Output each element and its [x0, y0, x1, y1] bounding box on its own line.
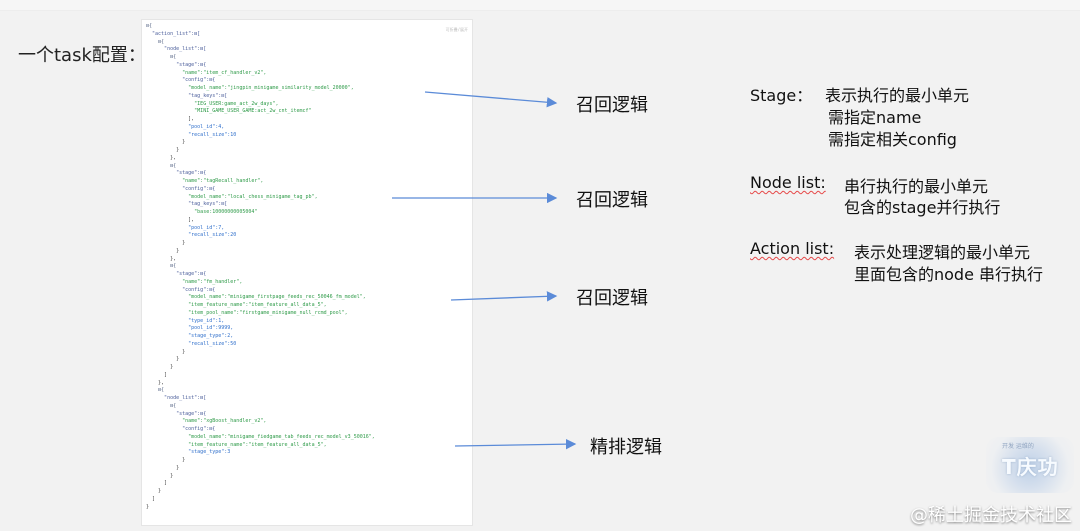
arrow-4: [454, 438, 577, 450]
code-line: ⊟{: [146, 387, 165, 394]
code-line: "pool_id":7,: [146, 224, 225, 231]
code-line: "stage":⊟{: [146, 271, 207, 277]
code-panel-watermark: 可折叠/展开: [445, 27, 468, 32]
code-line: "IEG_USER:game_act_2w_days",: [146, 100, 279, 107]
stage-desc-line2: 需指定name: [828, 108, 922, 127]
code-line: ]: [146, 495, 156, 502]
brand-text: T庆功: [1002, 455, 1059, 479]
code-line: "stage_type":3: [146, 449, 231, 456]
stage-desc-line1: 表示执行的最小单元: [825, 86, 970, 105]
code-line: "action_list":⊟[: [146, 30, 201, 37]
code-line: }: [146, 356, 180, 363]
code-line: "item_pool_name":"firstgame_minigame_nul…: [146, 309, 348, 316]
code-line: "node_list":⊟[: [146, 395, 207, 401]
code-line: "pool_id":4,: [146, 123, 225, 130]
code-line: }: [146, 348, 186, 355]
code-line: ],: [146, 216, 195, 223]
code-line: "config":⊟{: [146, 77, 216, 84]
brand-subtext: 开发 运维的: [1002, 443, 1034, 450]
recall-logic-label-2: 召回逻辑: [576, 190, 648, 211]
code-line: "model_name":"local_chess_minigame_tag_p…: [146, 193, 318, 200]
node-list-desc-line1: 串行执行的最小单元: [844, 177, 989, 196]
code-line: ]: [146, 480, 168, 487]
code-line: "name":"fm_handler",: [146, 278, 243, 285]
code-line: "config":⊟{: [146, 426, 216, 432]
code-line: "item_feature_name":"item_feature_all_da…: [146, 302, 327, 308]
action-list-desc-line1: 表示处理逻辑的最小单元: [854, 243, 1031, 262]
code-line: "recall_size":10: [146, 131, 237, 138]
stage-title: Stage：: [750, 86, 813, 105]
code-line: "stage_type":2,: [146, 333, 234, 339]
code-line: }: [146, 247, 180, 254]
action-list-desc-line2: 里面包含的node 串行执行: [854, 265, 1044, 284]
brand-logo: 开发 运维的 T庆功: [986, 437, 1074, 493]
code-line: "base:10000000005004": [146, 209, 258, 215]
code-line: },: [146, 255, 177, 262]
code-line: }: [146, 139, 186, 146]
code-line: "recall_size":50: [146, 340, 237, 347]
code-line: ⊟{: [146, 162, 177, 169]
code-line: "pool_id":9999,: [146, 325, 234, 332]
code-line: "type_id":1,: [146, 317, 225, 324]
code-line: "model_name":"jingpin_minigame_similarit…: [146, 85, 354, 91]
code-line: ],: [146, 116, 195, 122]
footer-watermark: @稀土掘金技术社区: [910, 505, 1072, 526]
code-line: "recall_size":20: [146, 232, 237, 239]
code-line: "tag_keys":⊟[: [146, 92, 228, 99]
code-line: ⊟{: [146, 54, 177, 60]
node-list-desc-line2: 包含的stage并行执行: [844, 198, 1001, 217]
code-line: ⊟{: [146, 263, 177, 270]
code-line: "config":⊟{: [146, 185, 216, 192]
action-list-title: Action list:: [750, 239, 835, 258]
code-line: "stage":⊟{: [146, 410, 207, 417]
code-line: "config":⊟{: [146, 286, 216, 293]
code-line: ⊟{: [146, 402, 177, 409]
code-line: "stage":⊟{: [146, 170, 207, 177]
code-line: }: [146, 464, 180, 471]
code-panel[interactable]: 可折叠/展开 ⊟{ "action_list":⊟[ ⊟{ "node_list…: [141, 19, 473, 526]
code-line: }: [146, 488, 162, 494]
node-list-title: Node list:: [750, 173, 826, 192]
description-panel: Stage： 表示执行的最小单元 需指定name 需指定相关config Nod…: [750, 82, 1070, 312]
code-line: ⊟{: [146, 38, 165, 45]
rank-logic-label: 精排逻辑: [590, 437, 662, 458]
code-line: "node_list":⊟[: [146, 46, 207, 53]
code-line: "item_feature_name":"item_feature_all_da…: [146, 441, 327, 448]
code-line: "stage":⊟{: [146, 61, 207, 68]
top-strip: [0, 0, 1080, 11]
recall-logic-label-3: 召回逻辑: [576, 288, 648, 309]
code-line: }: [146, 472, 174, 479]
code-line: },: [146, 154, 177, 161]
left-caption: 一个task配置：: [18, 45, 146, 66]
recall-logic-label-1: 召回逻辑: [576, 95, 648, 116]
code-line: }: [146, 503, 150, 510]
code-line: "name":"item_cf_handler_v2",: [146, 69, 267, 76]
code-line: ]: [146, 371, 168, 378]
stage-desc-line3: 需指定相关config: [828, 130, 957, 149]
code-line: }: [146, 457, 186, 463]
code-line: }: [146, 147, 180, 153]
code-line: "name":"tagRecall_handler",: [146, 178, 264, 184]
code-line: "MINI_GAME_USER_GAME:act_2w_cnt_itemcf": [146, 108, 312, 115]
code-line: "tag_keys":⊟[: [146, 201, 228, 208]
code-line: },: [146, 379, 165, 386]
code-line: ⊟{: [146, 23, 153, 29]
code-line: }: [146, 240, 186, 246]
code-line: "model_name":"minigame_firstpage_feeds_r…: [146, 294, 366, 301]
code-line: }: [146, 364, 174, 370]
code-line: "name":"xgBoost_handler_v2",: [146, 418, 267, 425]
code-line: "model_name":"minigame_fiedgame_tab_feed…: [146, 433, 375, 440]
